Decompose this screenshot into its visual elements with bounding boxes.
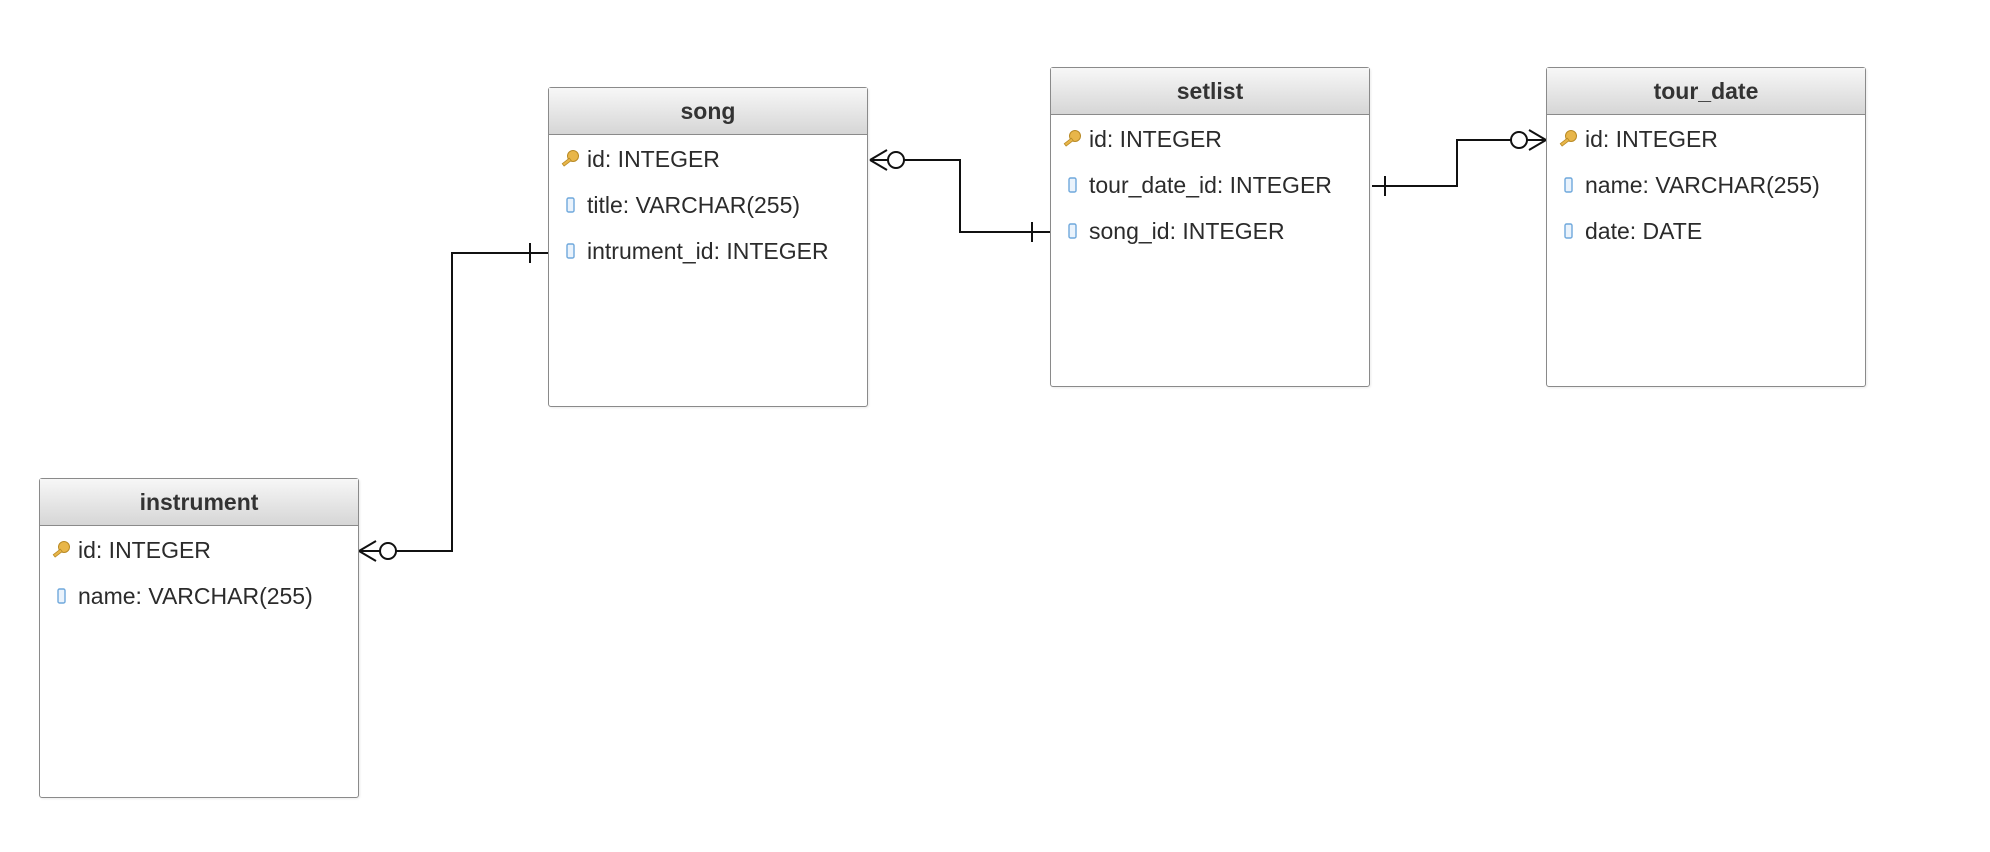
field-label: name: VARCHAR(255) — [78, 582, 313, 609]
field-label: id: INTEGER — [587, 145, 720, 172]
column-icon — [1557, 174, 1579, 196]
field-label: id: INTEGER — [1585, 125, 1718, 152]
table-instrument[interactable]: instrument id: INTEGER name: VARCHAR(255… — [39, 478, 359, 798]
table-title: setlist — [1051, 68, 1369, 115]
key-icon — [559, 148, 581, 170]
field-label: id: INTEGER — [78, 536, 211, 563]
field-row[interactable]: id: INTEGER — [1547, 116, 1865, 162]
field-label: tour_date_id: INTEGER — [1089, 171, 1332, 198]
key-icon — [50, 539, 72, 561]
table-song[interactable]: song id: INTEGER title: VARCHAR(255) int… — [548, 87, 868, 407]
field-label: title: VARCHAR(255) — [587, 191, 801, 218]
field-row[interactable]: id: INTEGER — [549, 136, 867, 182]
field-row[interactable]: song_id: INTEGER — [1051, 208, 1369, 254]
table-title: song — [549, 88, 867, 135]
field-row[interactable]: id: INTEGER — [40, 527, 358, 573]
column-icon — [1557, 220, 1579, 242]
relationship-song-setlist[interactable] — [869, 149, 1050, 242]
key-icon — [1557, 128, 1579, 150]
table-setlist[interactable]: setlist id: INTEGER tour_date_id: INTEGE… — [1050, 67, 1370, 387]
relationship-instrument-song[interactable] — [358, 243, 548, 562]
field-row[interactable]: date: DATE — [1547, 208, 1865, 254]
table-tour-date[interactable]: tour_date id: INTEGER name: VARCHAR(255)… — [1546, 67, 1866, 387]
field-row[interactable]: id: INTEGER — [1051, 116, 1369, 162]
field-label: name: VARCHAR(255) — [1585, 171, 1820, 198]
field-label: id: INTEGER — [1089, 125, 1222, 152]
field-row[interactable]: name: VARCHAR(255) — [40, 573, 358, 619]
column-icon — [1061, 174, 1083, 196]
table-title: instrument — [40, 479, 358, 526]
column-icon — [559, 194, 581, 216]
field-label: date: DATE — [1585, 217, 1703, 244]
field-label: song_id: INTEGER — [1089, 217, 1285, 244]
field-row[interactable]: tour_date_id: INTEGER — [1051, 162, 1369, 208]
field-label: intrument_id: INTEGER — [587, 237, 829, 264]
column-icon — [50, 585, 72, 607]
column-icon — [559, 240, 581, 262]
table-title: tour_date — [1547, 68, 1865, 115]
field-row[interactable]: intrument_id: INTEGER — [549, 228, 867, 274]
column-icon — [1061, 220, 1083, 242]
relationship-tourdate-setlist[interactable] — [1372, 129, 1547, 196]
field-row[interactable]: name: VARCHAR(255) — [1547, 162, 1865, 208]
field-row[interactable]: title: VARCHAR(255) — [549, 182, 867, 228]
key-icon — [1061, 128, 1083, 150]
